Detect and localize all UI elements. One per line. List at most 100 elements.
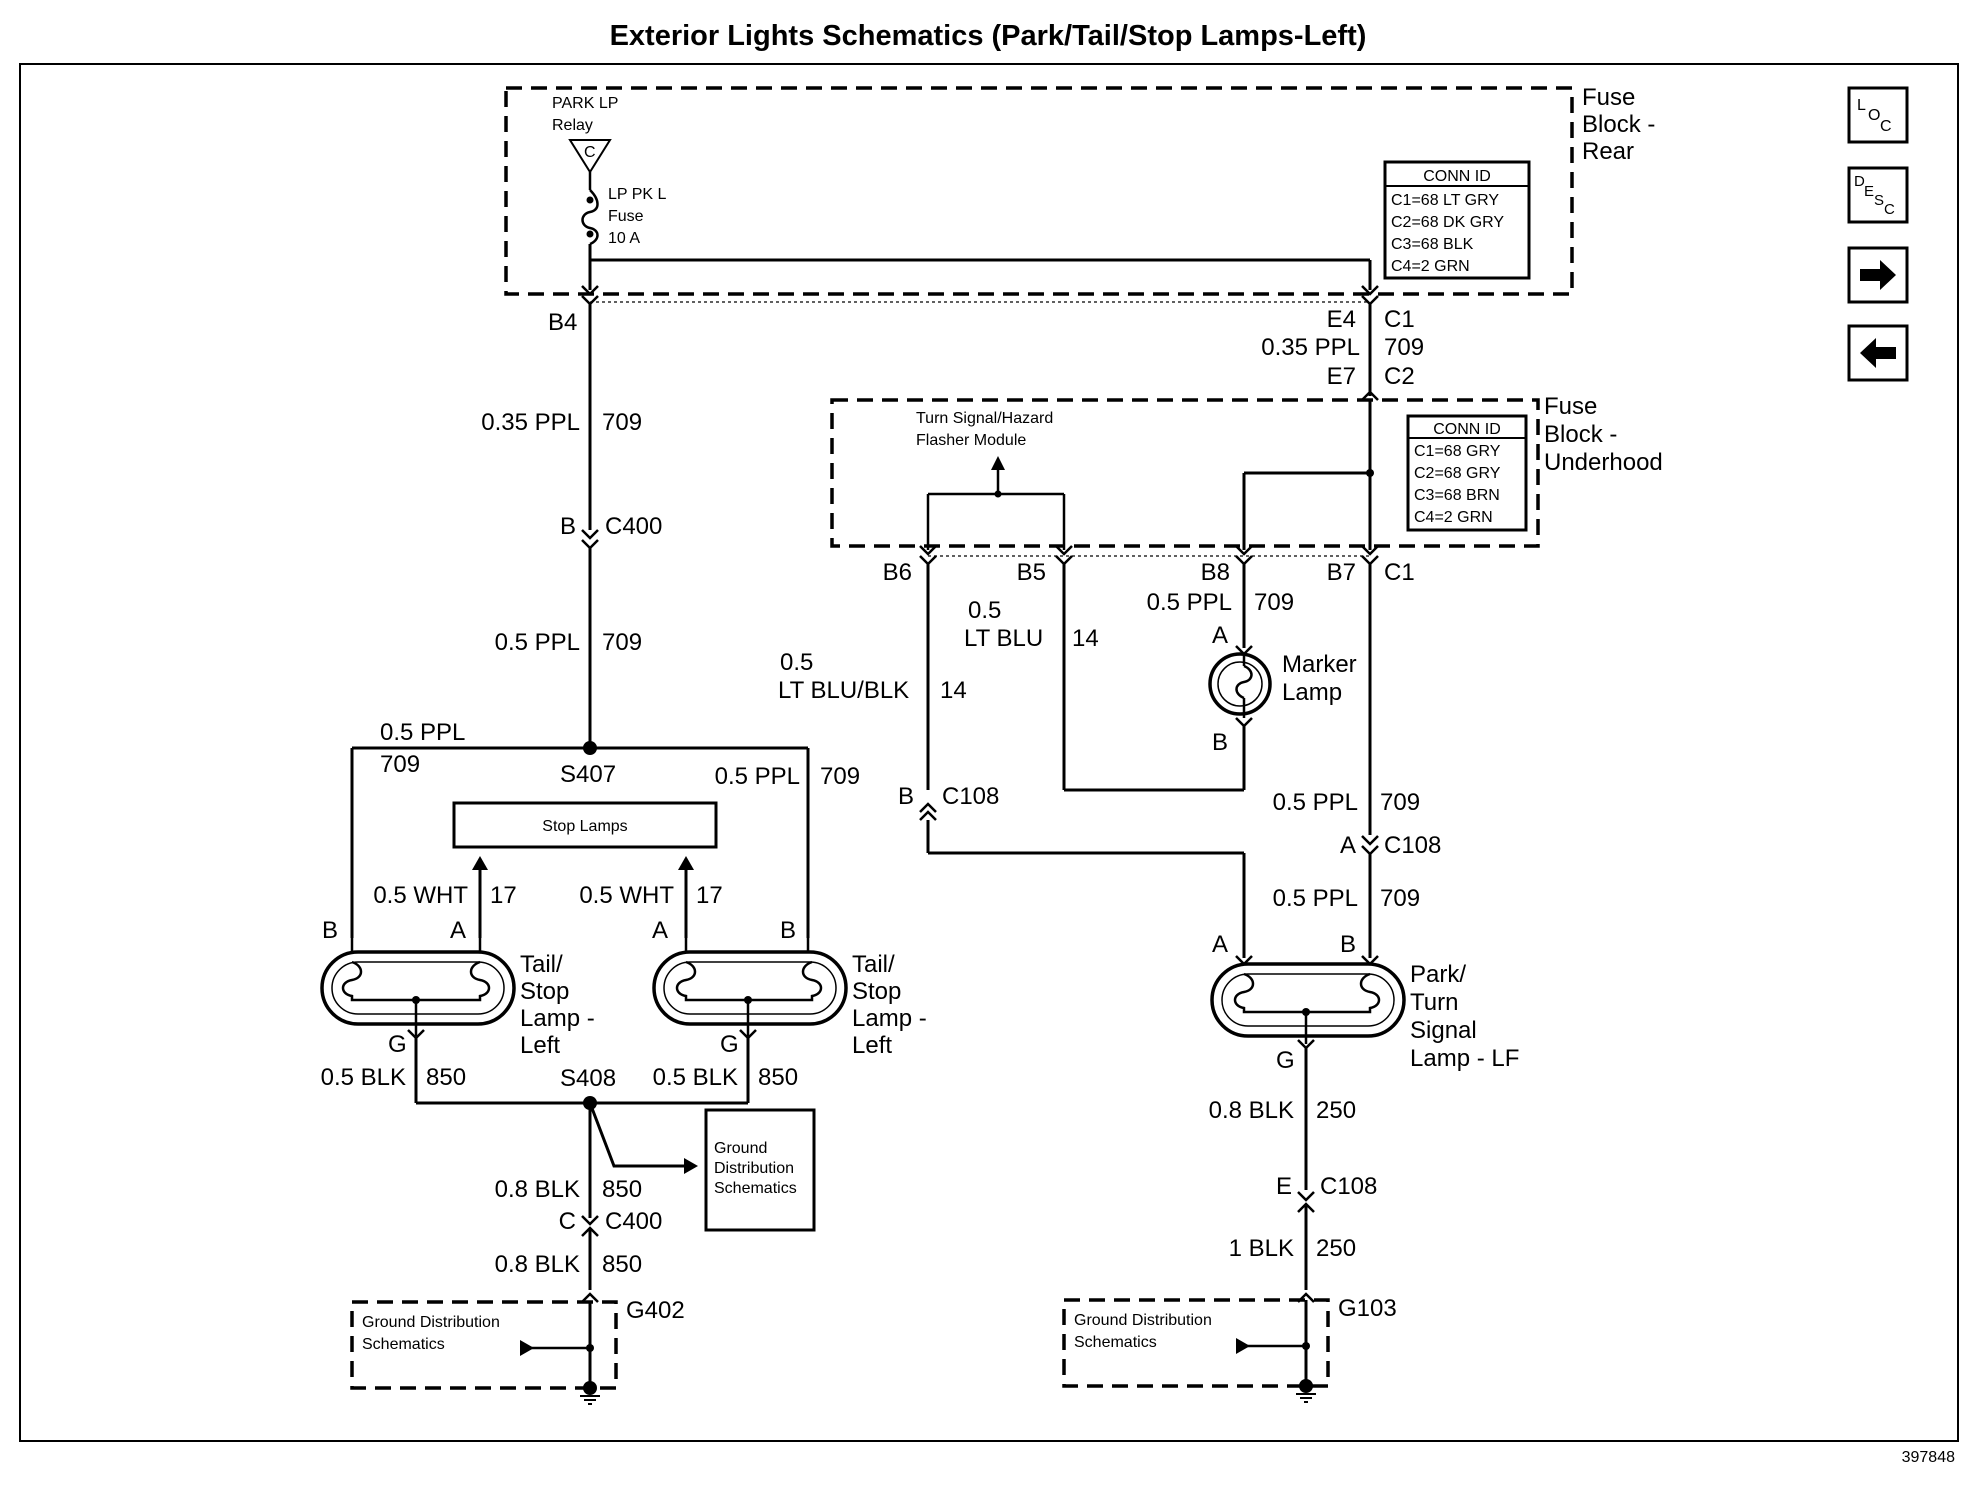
svg-text:C4=2 GRN: C4=2 GRN bbox=[1414, 509, 1493, 526]
svg-text:A: A bbox=[450, 917, 466, 944]
svg-text:E4: E4 bbox=[1327, 306, 1356, 333]
figure-id: 397848 bbox=[1902, 1449, 1955, 1466]
svg-text:B4: B4 bbox=[548, 309, 577, 336]
marker-lamp-icon bbox=[1208, 652, 1272, 718]
svg-text:C1=68 LT GRY: C1=68 LT GRY bbox=[1391, 192, 1499, 209]
ground-g103-icon bbox=[1299, 1379, 1313, 1393]
arrow-left-icon bbox=[1860, 338, 1896, 368]
svg-text:Ground Distribution: Ground Distribution bbox=[362, 1314, 500, 1331]
svg-text:Turn: Turn bbox=[1410, 989, 1458, 1016]
svg-text:B8: B8 bbox=[1201, 559, 1230, 586]
svg-text:850: 850 bbox=[758, 1064, 798, 1091]
fuse-block-underhood bbox=[830, 398, 1540, 548]
svg-text:Tail/: Tail/ bbox=[852, 951, 895, 978]
svg-text:Flasher Module: Flasher Module bbox=[916, 432, 1026, 449]
svg-text:0.5: 0.5 bbox=[780, 649, 813, 676]
svg-text:G: G bbox=[720, 1031, 739, 1058]
svg-text:E7: E7 bbox=[1327, 363, 1356, 390]
svg-text:G402: G402 bbox=[626, 1297, 685, 1324]
svg-text:0.35 PPL: 0.35 PPL bbox=[481, 409, 580, 436]
conn-id-table-rear: CONN ID C1=68 LT GRY C2=68 DK GRY C3=68 … bbox=[1383, 160, 1531, 280]
svg-text:Underhood: Underhood bbox=[1544, 449, 1663, 476]
svg-text:C1: C1 bbox=[1384, 559, 1415, 586]
svg-text:Park/: Park/ bbox=[1410, 961, 1466, 988]
svg-text:0.5 BLK: 0.5 BLK bbox=[653, 1064, 738, 1091]
svg-text:CONN ID: CONN ID bbox=[1433, 421, 1501, 438]
fuse-block-rear-label-2: Block - bbox=[1582, 111, 1655, 138]
svg-text:709: 709 bbox=[380, 751, 420, 778]
svg-text:709: 709 bbox=[1380, 789, 1420, 816]
svg-text:LT BLU/BLK: LT BLU/BLK bbox=[778, 677, 909, 704]
svg-text:B: B bbox=[780, 917, 796, 944]
svg-text:C1=68 GRY: C1=68 GRY bbox=[1414, 443, 1501, 460]
svg-text:0.8 BLK: 0.8 BLK bbox=[1209, 1097, 1294, 1124]
svg-text:850: 850 bbox=[426, 1064, 466, 1091]
loc-button[interactable]: L O C bbox=[1847, 86, 1909, 144]
svg-text:C: C bbox=[1884, 201, 1895, 218]
ground-g402-icon bbox=[583, 1381, 597, 1395]
svg-text:Lamp: Lamp bbox=[1282, 679, 1342, 706]
svg-text:Ground: Ground bbox=[714, 1140, 767, 1157]
svg-text:C108: C108 bbox=[1320, 1173, 1377, 1200]
svg-text:Turn Signal/Hazard: Turn Signal/Hazard bbox=[916, 410, 1053, 427]
fuse-icon bbox=[581, 189, 599, 246]
svg-text:C2=68 DK GRY: C2=68 DK GRY bbox=[1391, 214, 1504, 231]
page-title: Exterior Lights Schematics (Park/Tail/St… bbox=[610, 20, 1367, 52]
relay-label-2: Relay bbox=[552, 117, 593, 134]
svg-text:Stop Lamps: Stop Lamps bbox=[542, 818, 627, 835]
svg-text:0.5 PPL: 0.5 PPL bbox=[1273, 789, 1358, 816]
svg-text:17: 17 bbox=[490, 882, 517, 909]
svg-text:B7: B7 bbox=[1327, 559, 1356, 586]
fuse-label-3: 10 A bbox=[608, 230, 640, 247]
prev-page-button[interactable] bbox=[1847, 324, 1909, 382]
svg-text:0.5 WHT: 0.5 WHT bbox=[579, 882, 674, 909]
svg-text:B: B bbox=[322, 917, 338, 944]
fuse-label-1: LP PK L bbox=[608, 186, 667, 203]
ground-g402-box bbox=[350, 1300, 618, 1390]
relay-label-1: PARK LP bbox=[552, 95, 618, 112]
svg-text:D: D bbox=[1854, 173, 1865, 190]
svg-text:Signal: Signal bbox=[1410, 1017, 1477, 1044]
svg-text:Left: Left bbox=[852, 1032, 892, 1059]
svg-text:709: 709 bbox=[602, 409, 642, 436]
svg-text:E: E bbox=[1864, 183, 1874, 200]
svg-text:14: 14 bbox=[940, 677, 967, 704]
desc-button[interactable]: D E S C bbox=[1847, 166, 1909, 224]
svg-text:Marker: Marker bbox=[1282, 651, 1357, 678]
svg-text:G: G bbox=[388, 1031, 407, 1058]
svg-text:0.5 WHT: 0.5 WHT bbox=[373, 882, 468, 909]
svg-text:Lamp -: Lamp - bbox=[852, 1005, 927, 1032]
svg-text:S407: S407 bbox=[560, 761, 616, 788]
svg-text:C: C bbox=[559, 1208, 576, 1235]
svg-text:A: A bbox=[1212, 622, 1228, 649]
svg-text:L: L bbox=[1857, 97, 1866, 114]
fuse-block-rear bbox=[504, 86, 1574, 296]
svg-text:709: 709 bbox=[1380, 885, 1420, 912]
arrow-right-icon bbox=[1860, 260, 1896, 290]
conn-id-table-underhood: CONN ID C1=68 GRY C2=68 GRY C3=68 BRN C4… bbox=[1406, 414, 1528, 532]
svg-text:14: 14 bbox=[1072, 625, 1099, 652]
svg-text:Schematics: Schematics bbox=[714, 1180, 797, 1197]
svg-text:C3=68 BRN: C3=68 BRN bbox=[1414, 487, 1500, 504]
svg-text:C3=68 BLK: C3=68 BLK bbox=[1391, 236, 1474, 253]
svg-text:Stop: Stop bbox=[852, 978, 901, 1005]
svg-text:Left: Left bbox=[520, 1032, 560, 1059]
svg-text:Schematics: Schematics bbox=[362, 1336, 445, 1353]
svg-text:A: A bbox=[1212, 931, 1228, 958]
fuse-block-rear-label-1: Fuse bbox=[1582, 84, 1635, 111]
park-turn-signal-lamp-lf bbox=[1210, 955, 1406, 1044]
svg-text:C2=68 GRY: C2=68 GRY bbox=[1414, 465, 1501, 482]
svg-text:709: 709 bbox=[1254, 589, 1294, 616]
svg-text:Tail/: Tail/ bbox=[520, 951, 563, 978]
svg-text:709: 709 bbox=[602, 629, 642, 656]
svg-text:1 BLK: 1 BLK bbox=[1229, 1235, 1294, 1262]
fuse-label-2: Fuse bbox=[608, 208, 644, 225]
next-page-button[interactable] bbox=[1847, 246, 1909, 304]
svg-text:C2: C2 bbox=[1384, 363, 1415, 390]
tail-stop-lamp-left-2 bbox=[652, 938, 848, 1036]
stop-lamps-box bbox=[452, 801, 718, 849]
svg-text:B: B bbox=[1212, 729, 1228, 756]
fuse-block-rear-label-3: Rear bbox=[1582, 138, 1634, 165]
svg-text:G: G bbox=[1276, 1047, 1295, 1074]
